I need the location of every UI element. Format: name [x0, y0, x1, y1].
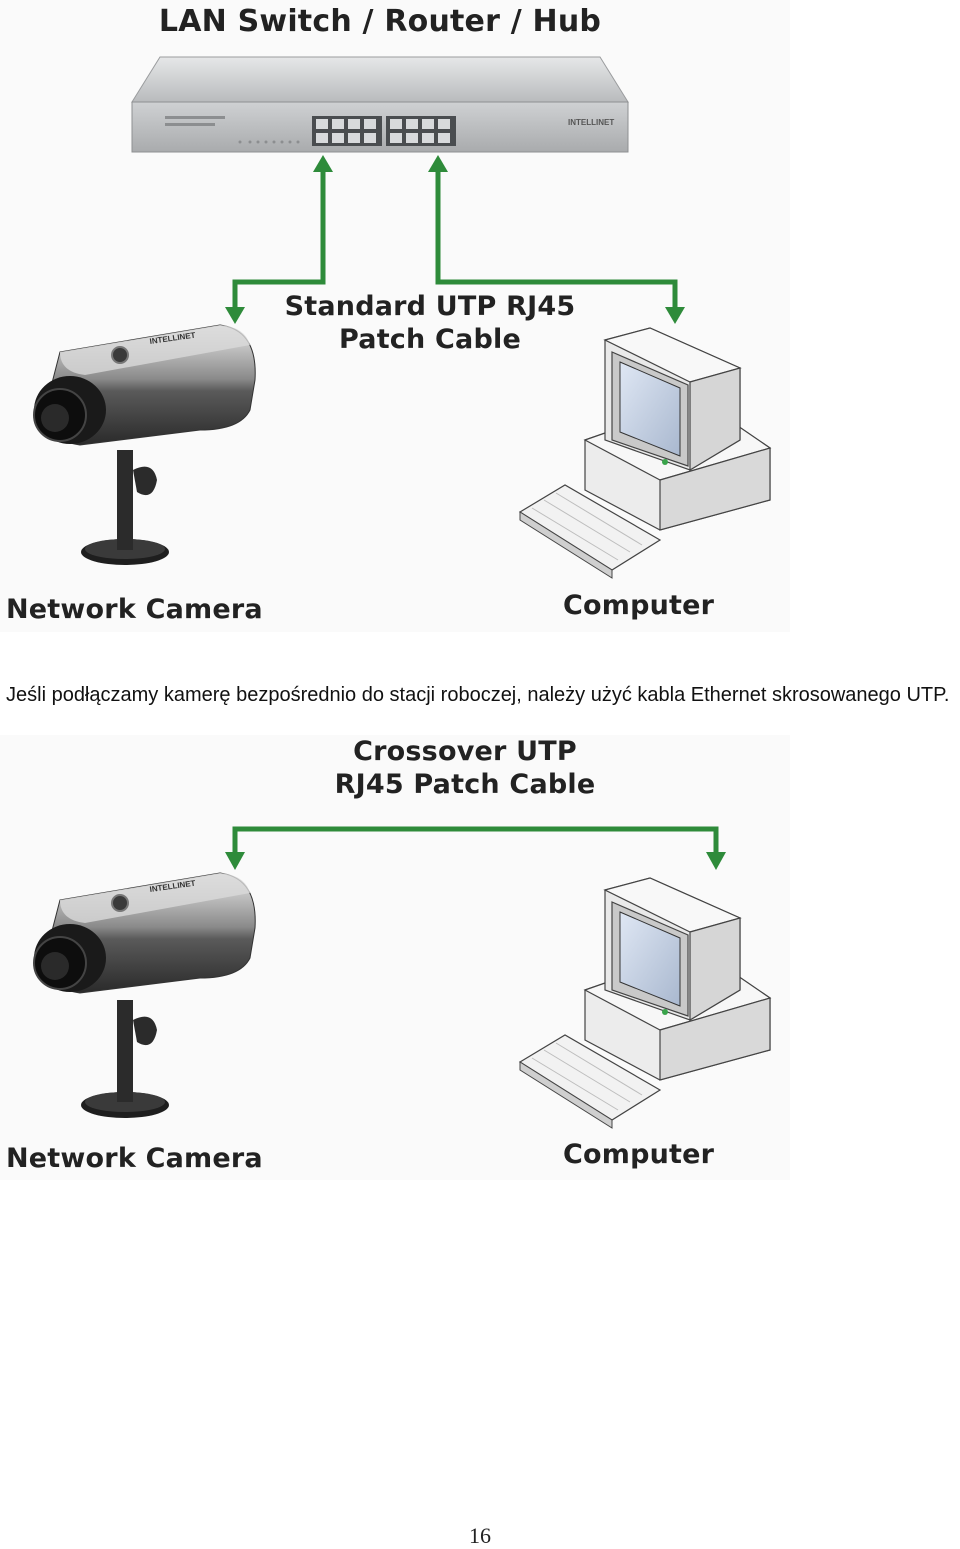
cable-line-crossover	[232, 826, 719, 855]
body-paragraph: Jeśli podłączamy kamerę bezpośrednio do …	[6, 684, 950, 706]
cable-label-line1: Standard UTP RJ45	[284, 291, 576, 322]
cable-lines	[232, 170, 678, 310]
diagram-crossover-connection: INTELLINET	[0, 735, 790, 1180]
cable-label-line2: Patch Cable	[339, 324, 521, 355]
diagram-crossover-graphics: INTELLINET	[33, 826, 772, 1129]
page-number: 16	[469, 1523, 491, 1548]
computer-label: Computer	[563, 1139, 715, 1170]
network-switch-icon: INTELLINET	[131, 56, 629, 153]
keyboard-icon	[518, 484, 662, 579]
cable-label-line2: RJ45 Patch Cable	[334, 769, 596, 800]
cable-label-crossover: Crossover UTP RJ45 Patch Cable	[300, 735, 630, 801]
network-camera-icon: INTELLINET	[33, 872, 256, 1118]
diagram-standard-graphics: INTELLINET INTELLINET	[33, 56, 772, 579]
cable-camera-to-switch	[232, 170, 326, 310]
camera-label: Network Camera	[6, 594, 263, 625]
cable-label-line1: Crossover UTP	[353, 736, 577, 767]
cable-computer-to-switch	[435, 170, 678, 310]
computer-icon	[583, 877, 772, 1081]
cable-label-standard: Standard UTP RJ45 Patch Cable	[270, 290, 590, 356]
arrow-icon	[225, 852, 726, 870]
camera-label: Network Camera	[6, 1143, 263, 1174]
switch-brand: INTELLINET	[568, 118, 614, 127]
keyboard-icon	[518, 1034, 662, 1129]
arrow-icon	[225, 155, 685, 324]
computer-label: Computer	[563, 590, 715, 621]
computer-icon	[583, 327, 772, 531]
diagram-standard-connection: INTELLINET INTELLINET	[0, 0, 790, 632]
switch-title: LAN Switch / Router / Hub	[158, 4, 602, 39]
network-camera-icon: INTELLINET	[33, 324, 256, 565]
